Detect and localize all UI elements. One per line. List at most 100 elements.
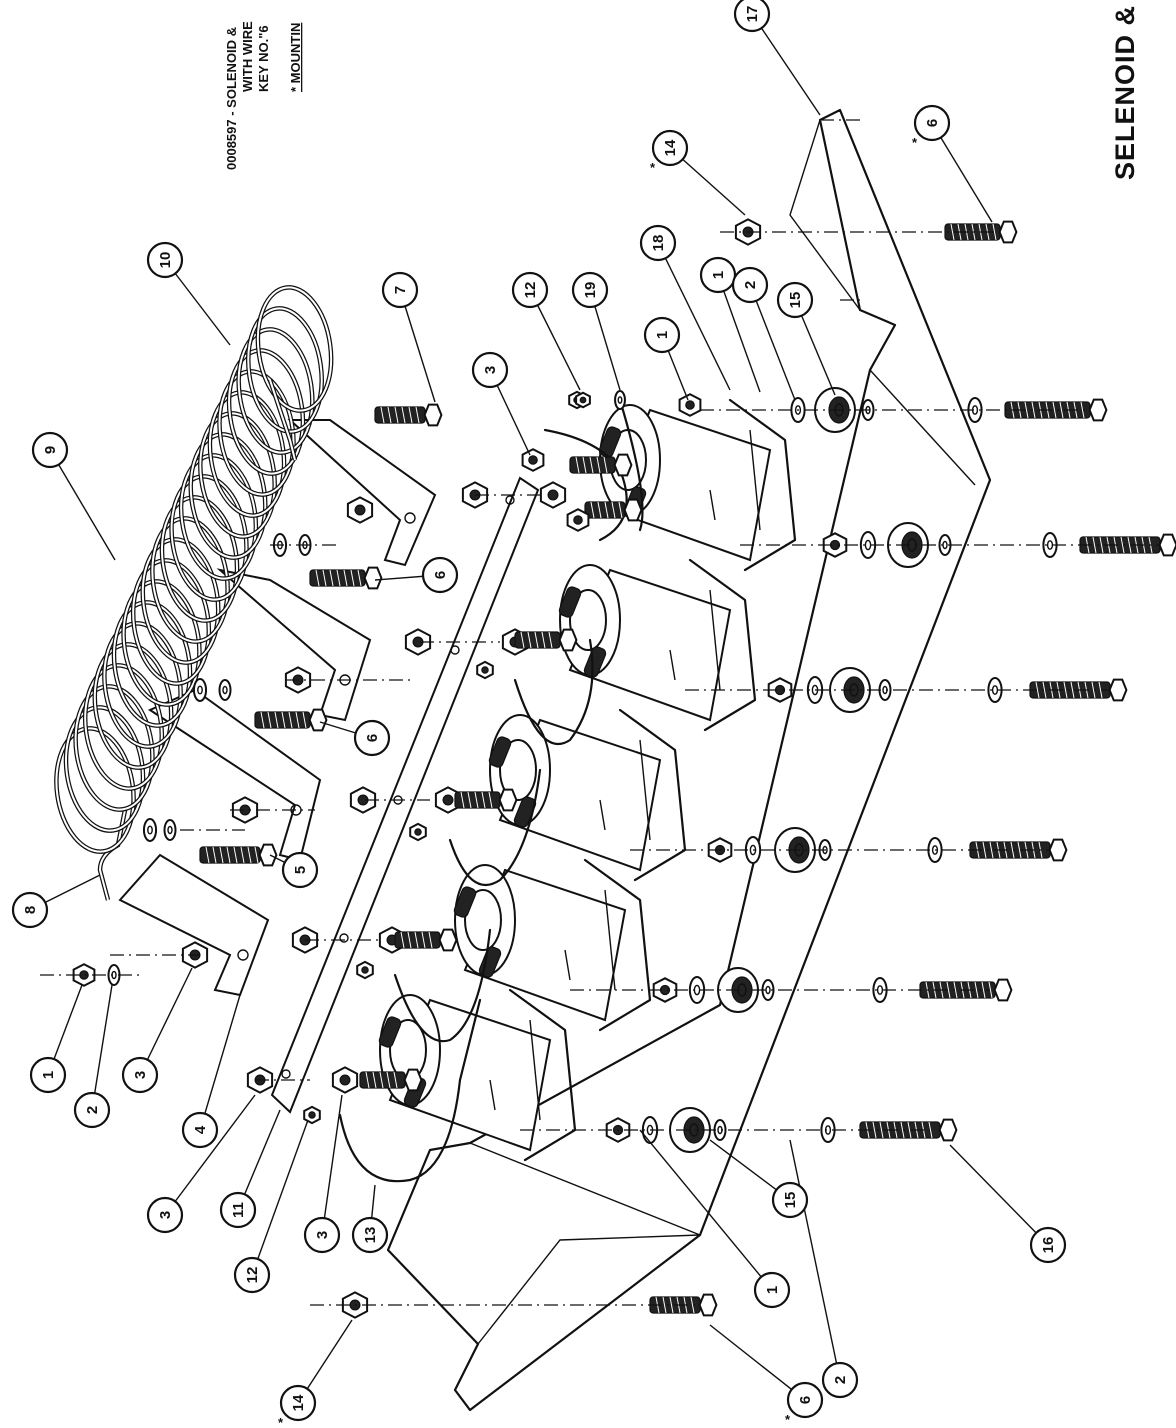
assembly-axes [40, 119, 1160, 1306]
leader-c3a [139, 967, 193, 1076]
hex-nut [566, 508, 590, 532]
callout-label: 6 [924, 119, 941, 127]
callout-label: 1 [654, 331, 671, 339]
leader-c12b [529, 289, 581, 391]
hex-nut [303, 1105, 321, 1125]
callout-label: 14 [662, 139, 679, 156]
bolt [859, 1118, 958, 1142]
callout-label: 15 [787, 292, 804, 309]
hex-nut [539, 481, 567, 509]
washer [218, 679, 232, 701]
leader-c9 [49, 449, 116, 561]
resistor-coil [54, 285, 334, 901]
hex-nut [72, 963, 96, 987]
washer [878, 679, 892, 701]
callout-6: 6 [353, 719, 391, 757]
callout-label: 16 [1040, 1237, 1057, 1254]
callout-label: 3 [132, 1071, 149, 1079]
callout-4: 4 [181, 1111, 219, 1149]
washer [614, 390, 626, 410]
callout-label: 19 [582, 282, 599, 299]
note-line-2: WITH WIRE [240, 21, 255, 92]
callout-label: 1 [40, 1071, 57, 1079]
callout-14: 14* [278, 1384, 317, 1428]
callout-label: 6 [797, 1396, 814, 1404]
callout-label: 12 [244, 1267, 261, 1284]
washer [163, 819, 177, 841]
callout-2: 2 [731, 266, 769, 304]
leader-c2b [789, 1139, 841, 1381]
hex-nut [521, 448, 545, 472]
washer [142, 818, 158, 842]
callout-label: 10 [157, 252, 174, 269]
callout-6: 6 [421, 556, 459, 594]
hex-nut [349, 786, 377, 814]
solenoid-2 [453, 858, 652, 1032]
hex-nut [822, 532, 848, 558]
callout-1: 1 [29, 1056, 67, 1094]
callout-label: 2 [84, 1106, 101, 1114]
note-line-1: 0008597 - SOLENOID & [224, 27, 239, 170]
callout-label: 5 [292, 866, 309, 874]
stud [394, 928, 458, 952]
callout-11: 11 [219, 1191, 257, 1229]
washer [107, 964, 121, 986]
hex-nut [231, 796, 259, 824]
callout-3: 3 [303, 1216, 341, 1254]
callout-9: 9 [31, 431, 69, 469]
callout-3: 3 [471, 351, 509, 389]
washer [713, 1119, 727, 1141]
leader-c16 [949, 1144, 1049, 1246]
callout-1: 1 [753, 1271, 791, 1309]
callout-star: * [785, 1412, 791, 1427]
leader-c2a [91, 984, 113, 1111]
stud [569, 453, 633, 477]
hex-nut [575, 391, 591, 409]
leader-c6d [931, 122, 993, 223]
hex-nut [476, 660, 494, 680]
callout-3: 3 [121, 1056, 159, 1094]
stud [454, 788, 518, 812]
callout-1: 1 [643, 316, 681, 354]
leader-c6a [709, 1324, 806, 1401]
callout-10: 10 [146, 241, 184, 279]
callout-label: 6 [364, 734, 381, 742]
header-notes: 0008597 - SOLENOID & WITH WIRE KEY NO."6… [224, 21, 303, 170]
callout-5: 5 [281, 851, 319, 889]
callout-label: 3 [482, 366, 499, 374]
callout-12: 12 [511, 271, 549, 309]
callout-label: 11 [230, 1202, 247, 1218]
bolt [1079, 533, 1176, 557]
callout-2: 2 [821, 1361, 859, 1399]
callout-17: 17 [733, 0, 771, 33]
stud [359, 1068, 423, 1092]
washer [192, 678, 208, 702]
callout-14: 14* [650, 129, 689, 175]
callout-6: 6* [785, 1381, 824, 1427]
leader-c7 [399, 289, 436, 403]
callout-label: 2 [832, 1376, 849, 1384]
solenoid-4 [558, 558, 757, 732]
callout-label: 2 [742, 281, 759, 289]
solenoid-5 [598, 398, 797, 572]
callout-19: 19 [571, 271, 609, 309]
bolt [254, 708, 328, 732]
leader-c1d [717, 274, 761, 393]
callout-18: 18 [639, 224, 677, 262]
washer [859, 531, 877, 559]
callout-label: 12 [522, 282, 539, 299]
callout-16: 16 [1029, 1226, 1067, 1264]
solenoid-bodies [378, 398, 797, 1162]
callout-label: 3 [157, 1211, 174, 1219]
callout-6: 6* [912, 104, 951, 150]
callout-label: 14 [290, 1394, 307, 1411]
hex-nut [409, 822, 427, 842]
bolt [969, 838, 1068, 862]
callout-label: 1 [764, 1286, 781, 1294]
callout-label: 17 [744, 6, 761, 23]
callout-15: 15 [776, 281, 814, 319]
leader-c4 [199, 994, 241, 1131]
callout-label: 4 [192, 1125, 209, 1134]
